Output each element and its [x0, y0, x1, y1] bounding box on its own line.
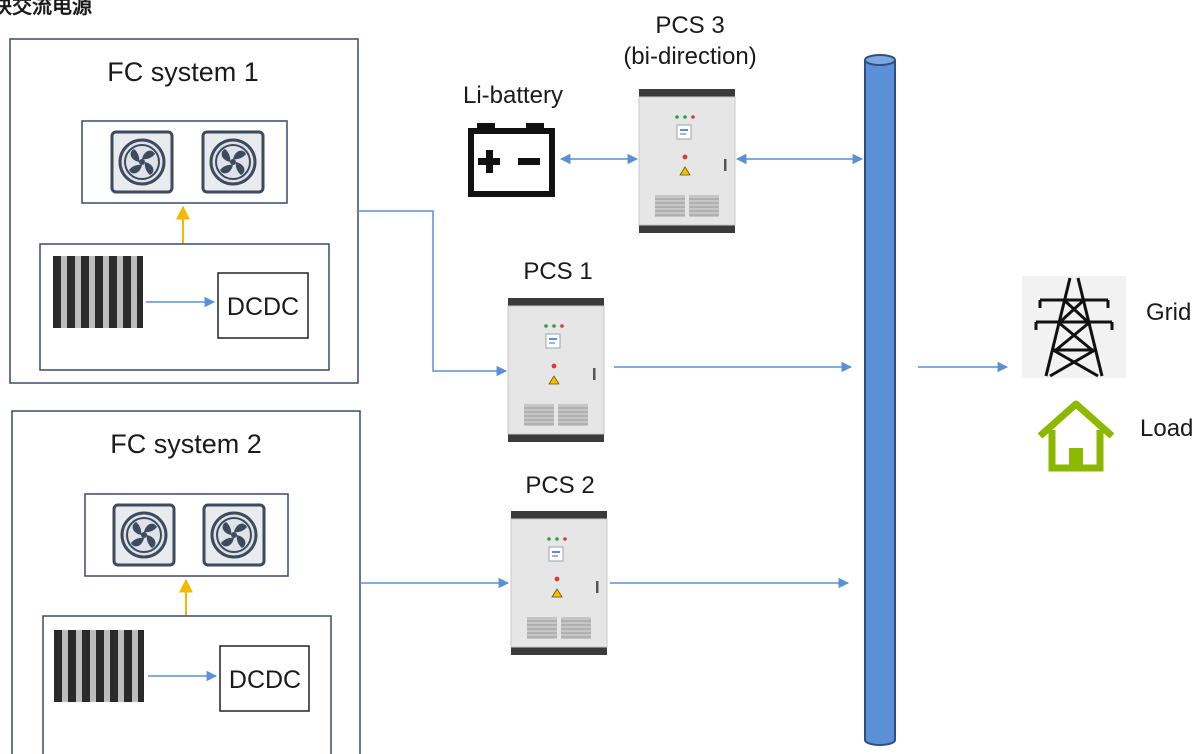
inverter-cabinet-icon — [510, 510, 608, 656]
pcs2: PCS 2 — [510, 472, 608, 656]
transmission-tower-icon — [1034, 277, 1114, 378]
dcdc-box-2: DCDC — [219, 645, 310, 712]
connector-fc1-pcs1 — [358, 210, 508, 377]
dcdc-label-1: DCDC — [227, 293, 299, 321]
fuel-cell-stack-icon — [53, 256, 143, 328]
fan-icon — [201, 130, 265, 194]
fuel-cell-stack-icon — [54, 630, 144, 702]
load: Load — [1037, 400, 1193, 472]
house-icon — [1037, 400, 1115, 472]
stack-group-2: DCDC — [42, 615, 332, 754]
battery-icon — [468, 123, 555, 197]
inverter-cabinet-icon — [507, 297, 605, 443]
fc-system-1: FC system 1 DCDC — [9, 38, 359, 384]
fan-icon — [112, 503, 176, 567]
dcdc-box-1: DCDC — [217, 272, 309, 339]
ac-bus — [864, 54, 896, 746]
fan-icon — [202, 503, 266, 567]
battery-label: Li-battery — [463, 82, 563, 109]
fc-system-1-title: FC system 1 — [107, 57, 259, 87]
load-label: Load — [1140, 415, 1193, 442]
pcs1: PCS 1 — [507, 258, 605, 443]
fc-system-2: FC system 2 DCDC — [11, 410, 361, 754]
pcs2-title: PCS 2 — [525, 472, 594, 499]
dcdc-label-2: DCDC — [229, 666, 301, 694]
fc-system-2-title: FC system 2 — [110, 429, 262, 459]
header-title: 块交流电源 — [0, 0, 92, 18]
pcs3-title: PCS 3 — [655, 12, 724, 39]
fan-icon — [110, 130, 174, 194]
grid-label: Grid — [1146, 299, 1191, 326]
pcs1-title: PCS 1 — [523, 258, 592, 285]
fan-group-2 — [84, 493, 289, 577]
pcs3: PCS 3 (bi-direction) — [623, 12, 757, 234]
li-battery: Li-battery — [463, 82, 563, 197]
stack-group-1: DCDC — [39, 243, 330, 371]
grid: Grid — [1022, 276, 1191, 378]
pcs3-subtitle: (bi-direction) — [623, 43, 756, 70]
inverter-cabinet-icon — [638, 88, 736, 234]
fan-group-1 — [81, 120, 288, 204]
connectors — [358, 153, 1009, 589]
